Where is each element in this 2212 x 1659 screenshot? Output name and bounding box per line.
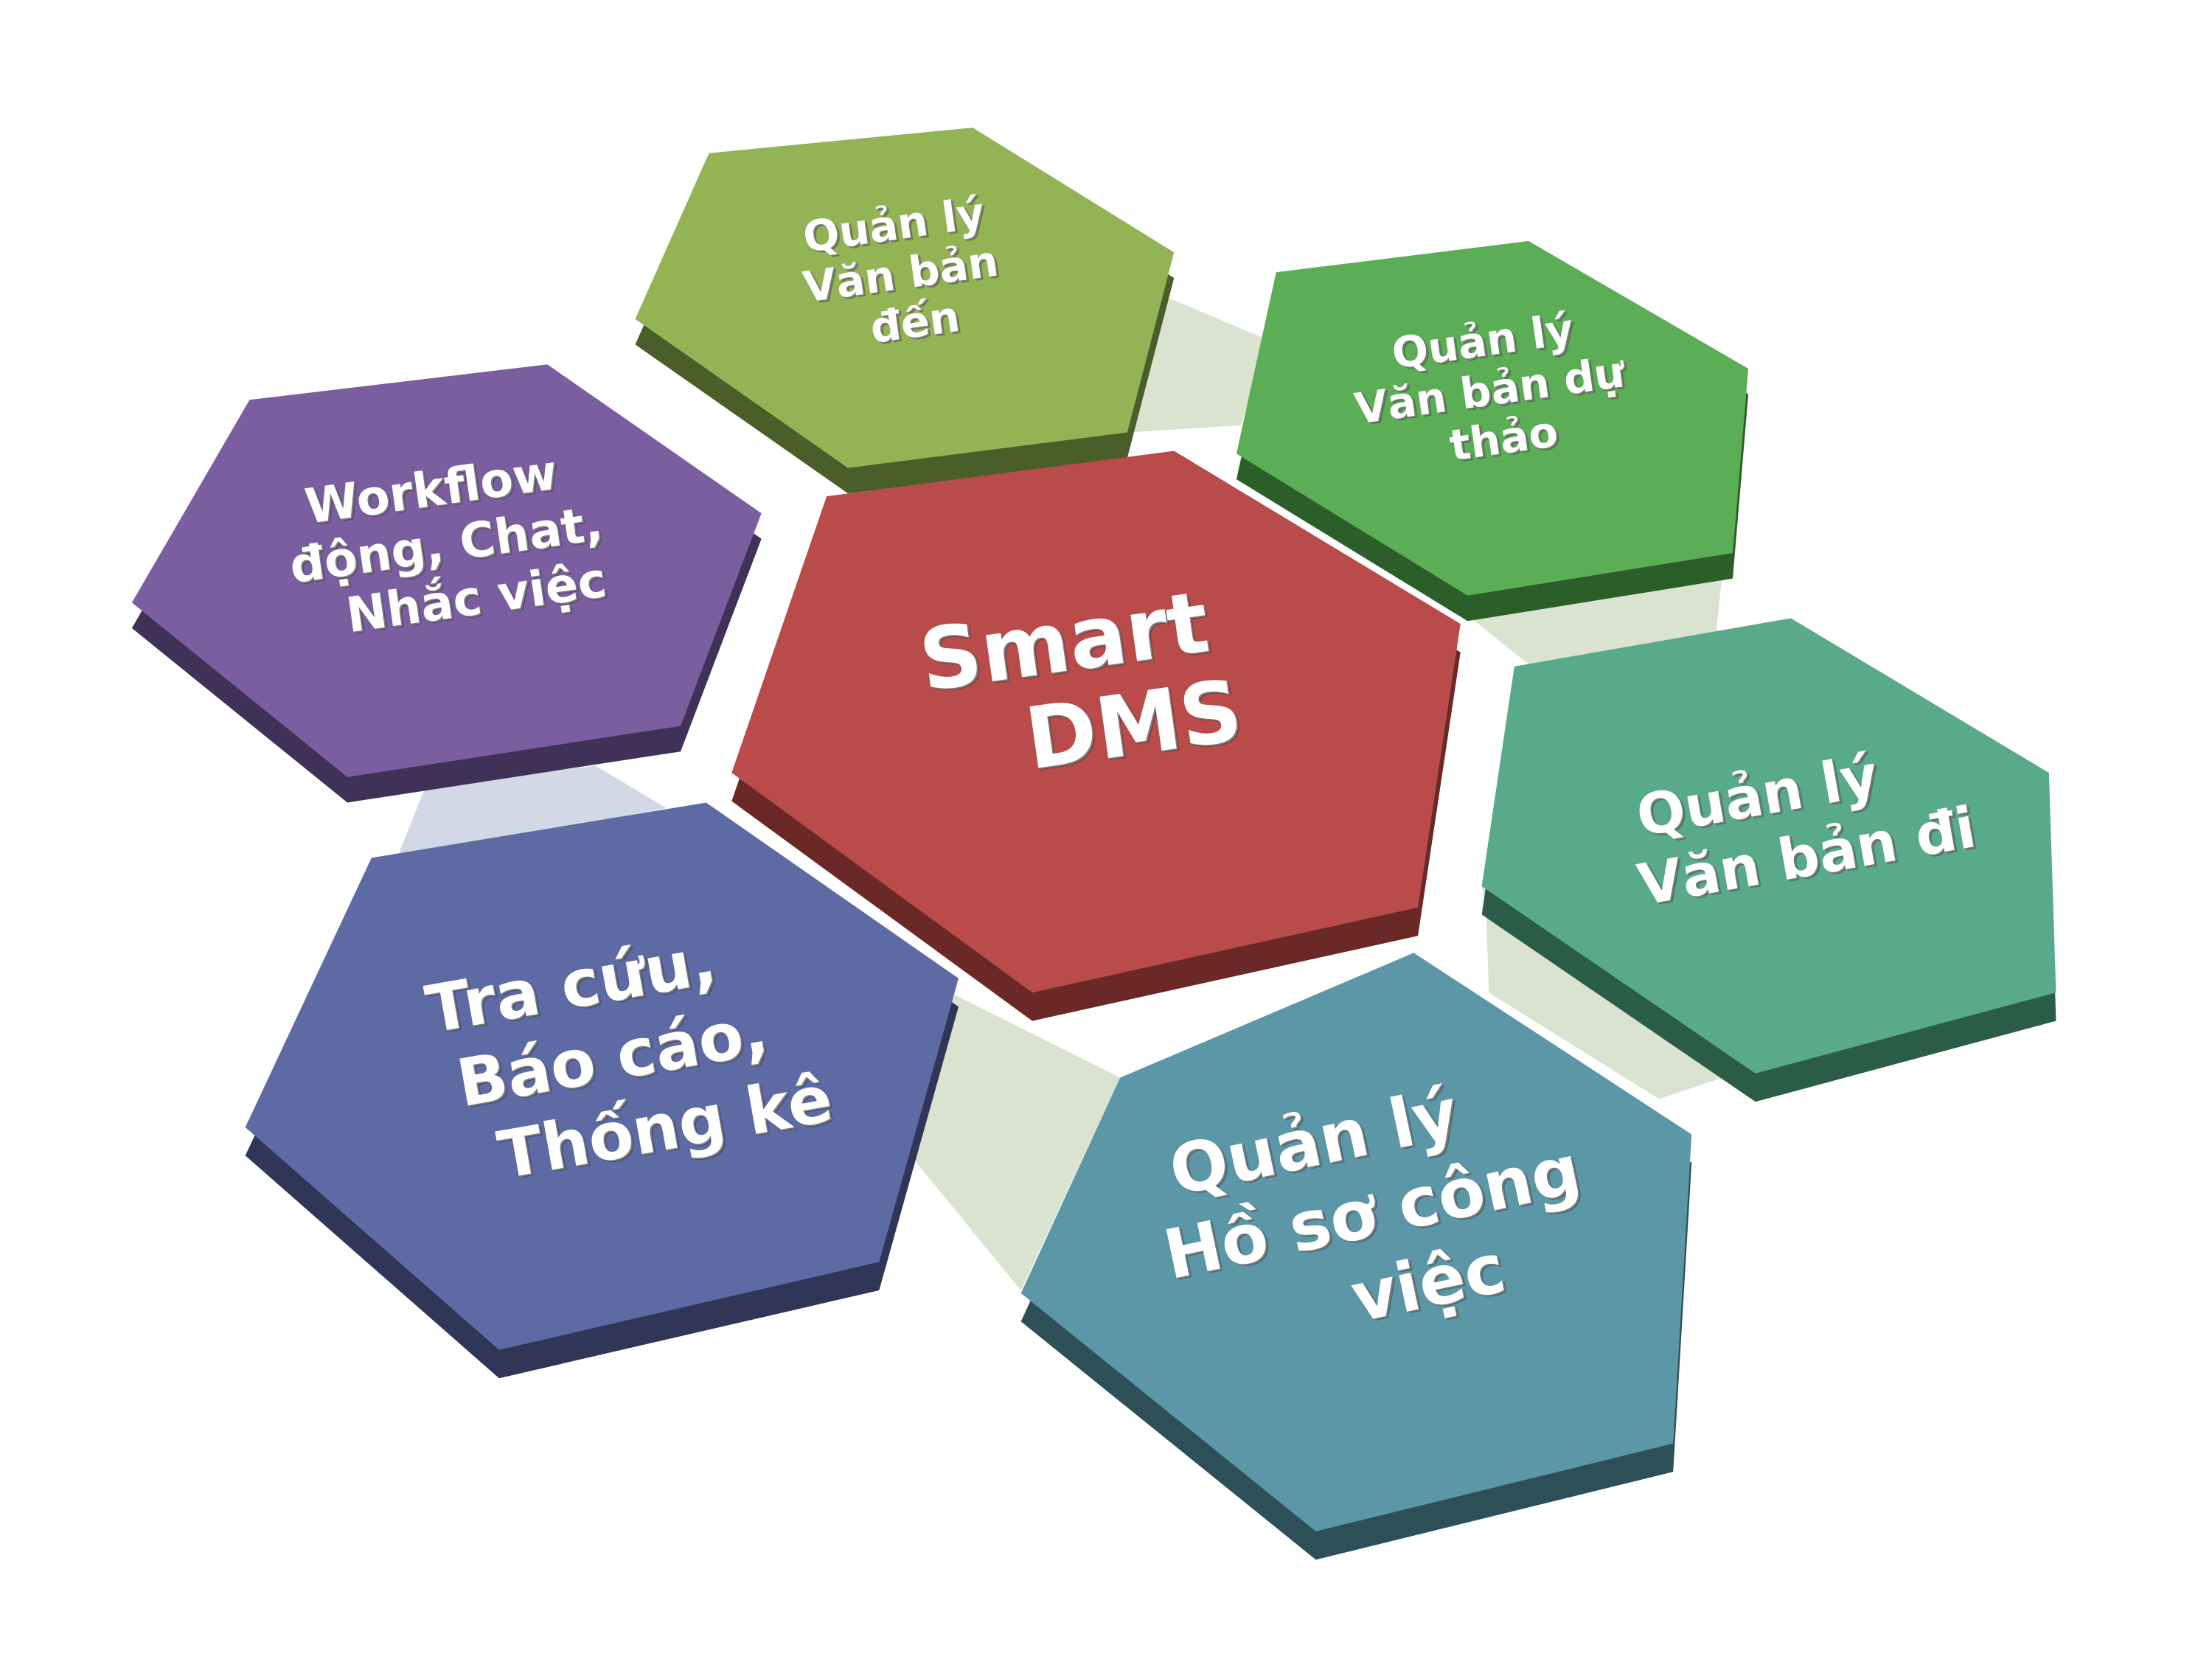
hex-draft[interactable]: Quản lý Văn bản dự thảo bbox=[1236, 240, 1749, 622]
svg-text:Workflow động, Chat,: Workflow động, Chat, Nhắc việc bbox=[278, 437, 630, 650]
svg-text:Smart DMS: Smart DMS bbox=[914, 569, 1256, 803]
hex-incoming-face bbox=[635, 128, 1175, 468]
hex-workflow-face bbox=[131, 364, 762, 777]
hex-records[interactable]: Quản lý Hồ sơ công việc bbox=[1020, 953, 1692, 1560]
hex-workflow[interactable]: Workflow động, Chat, Nhắc việc bbox=[131, 364, 762, 803]
hex-search-face bbox=[245, 802, 959, 1350]
hex-search[interactable]: Tra cứu, Báo cáo, Thống kê bbox=[245, 802, 959, 1379]
hex-outgoing[interactable]: Quản lý Văn bản đi bbox=[1481, 618, 2056, 1102]
hex-incoming[interactable]: Quản lý Văn bản đến bbox=[635, 128, 1175, 494]
hex-outgoing-face bbox=[1481, 618, 2056, 1074]
hex-center-face bbox=[731, 451, 1461, 993]
hex-center[interactable]: Smart DMS bbox=[731, 451, 1461, 1021]
hex-draft-face bbox=[1236, 240, 1749, 596]
hex-records-face bbox=[1020, 953, 1692, 1531]
label-line: đến bbox=[867, 291, 963, 353]
svg-text:Quản lý Văn bản đế: Quản lý Văn bản đến bbox=[793, 184, 1023, 361]
